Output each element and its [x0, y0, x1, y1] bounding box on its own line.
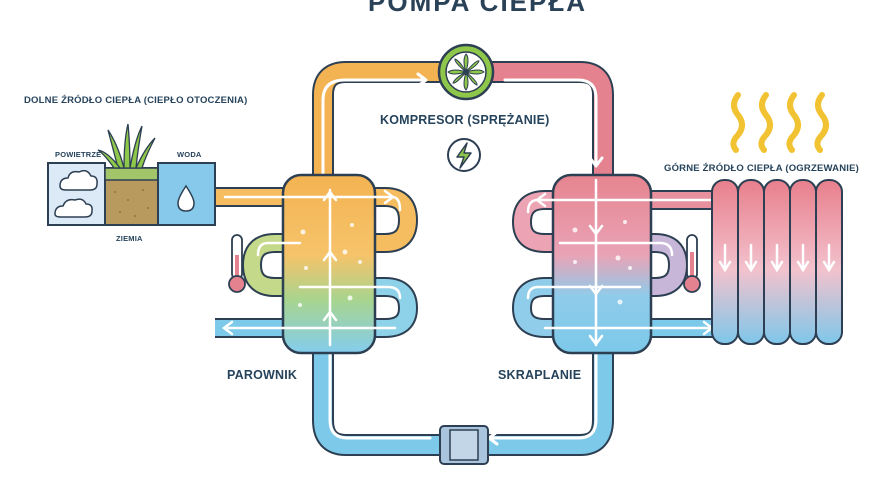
- heat-wave-icon: [730, 92, 829, 153]
- water-drop-icon: [177, 184, 195, 212]
- ground-label: ZIEMIA: [116, 234, 143, 243]
- expansion-valve: [439, 425, 489, 465]
- water-label: WODA: [177, 150, 202, 159]
- thermometer-icon: [228, 234, 246, 293]
- cloud-icon: [54, 169, 98, 218]
- evaporator-label: PAROWNIK: [227, 368, 298, 382]
- compressor-label: KOMPRESOR (SPRĘŻANIE): [380, 113, 550, 127]
- radiator-icon: [711, 179, 843, 345]
- page-title: POMPA CIEPŁA: [368, 0, 588, 17]
- fan-icon: [437, 43, 495, 101]
- upper-source-label: GÓRNE ŹRÓDŁO CIEPŁA (OGRZEWANIE): [664, 163, 859, 174]
- lower-source-block: [47, 123, 216, 226]
- thermometer-icon: [683, 234, 701, 293]
- condenser-label: SKRAPLANIE: [498, 368, 582, 382]
- evaporator: [215, 173, 419, 355]
- condenser: [511, 173, 720, 355]
- air-label: POWIETRZE: [55, 150, 102, 159]
- lightning-icon: [447, 138, 481, 172]
- lower-source-label: DOLNE ŹRÓDŁO CIEPŁA (CIEPŁO OTOCZENIA): [24, 95, 248, 106]
- grass-icon: [97, 123, 156, 169]
